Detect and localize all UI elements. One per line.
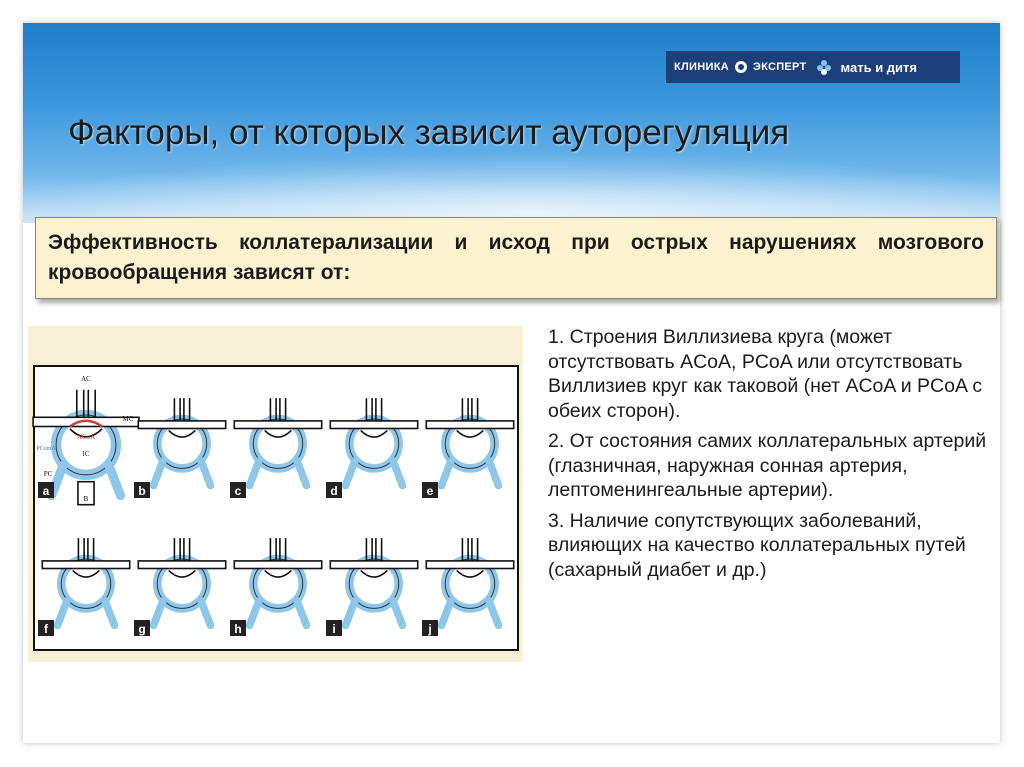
- flower-icon: [816, 60, 831, 75]
- willis-panel-f: f: [38, 538, 131, 636]
- willis-panel-a: a: [32, 389, 140, 506]
- willis-panel-e: e: [422, 398, 515, 498]
- anatomy-label: MC: [123, 415, 134, 423]
- anatomy-label: B: [84, 495, 89, 503]
- svg-text:h: h: [234, 622, 241, 636]
- circle-of-willis-diagram: a b c d e f g h i j AC MC PC B ACoA IC PComA: [32, 365, 519, 651]
- factors-list: 1. Строения Виллизиева круга (может отсу…: [548, 325, 998, 588]
- logo-clinic-label: КЛИНИКА: [674, 61, 729, 73]
- svg-text:a: a: [43, 484, 50, 498]
- anatomy-label: ACoA: [77, 433, 95, 441]
- logo-expert-label: ЭКСПЕРТ: [752, 61, 807, 73]
- svg-text:d: d: [330, 484, 337, 498]
- slide: КЛИНИКА ЭКСПЕРТ мать и дитя Факторы, от …: [23, 23, 1000, 743]
- circle-of-willis-figure: a b c d e f g h i j AC MC PC B ACoA IC PComA: [28, 326, 523, 662]
- svg-text:f: f: [44, 622, 49, 636]
- willis-panel-j: j: [422, 538, 515, 636]
- svg-text:b: b: [138, 484, 145, 498]
- header-wave-decoration: [23, 153, 1000, 223]
- willis-panel-h: h: [230, 538, 323, 636]
- anatomy-label: IC: [83, 450, 90, 458]
- callout-text: Эффективность коллатерализации и исход п…: [48, 231, 984, 284]
- willis-panel-d: d: [326, 398, 419, 498]
- anatomy-label: PComA: [36, 446, 56, 452]
- svg-text:e: e: [427, 484, 434, 498]
- anatomy-label: AC: [81, 375, 91, 383]
- willis-panel-i: i: [326, 538, 419, 636]
- sponsor-logo: КЛИНИКА ЭКСПЕРТ мать и дитя: [666, 51, 960, 83]
- logo-brand-label: мать и дитя: [840, 59, 917, 75]
- svg-text:g: g: [138, 622, 145, 636]
- list-item: 2. От состояния самих коллатеральных арт…: [548, 430, 987, 501]
- willis-panel-g: g: [134, 538, 227, 636]
- willis-panel-c: c: [230, 398, 323, 498]
- anatomy-label: PC: [44, 470, 53, 478]
- svg-text:i: i: [332, 622, 335, 636]
- willis-panel-b: b: [134, 398, 227, 498]
- svg-text:j: j: [427, 622, 431, 636]
- slide-title: Факторы, от которых зависит ауторегуляци…: [68, 113, 790, 152]
- list-item: 3. Наличие сопутствующих заболеваний, вл…: [548, 509, 966, 581]
- svg-text:c: c: [235, 484, 242, 498]
- list-item: 1. Строения Виллизиева круга (может отсу…: [548, 326, 983, 422]
- logo-circle-icon: [734, 61, 747, 73]
- callout-box: Эффективность коллатерализации и исход п…: [35, 217, 997, 299]
- header-banner: КЛИНИКА ЭКСПЕРТ мать и дитя Факторы, от …: [23, 23, 1000, 223]
